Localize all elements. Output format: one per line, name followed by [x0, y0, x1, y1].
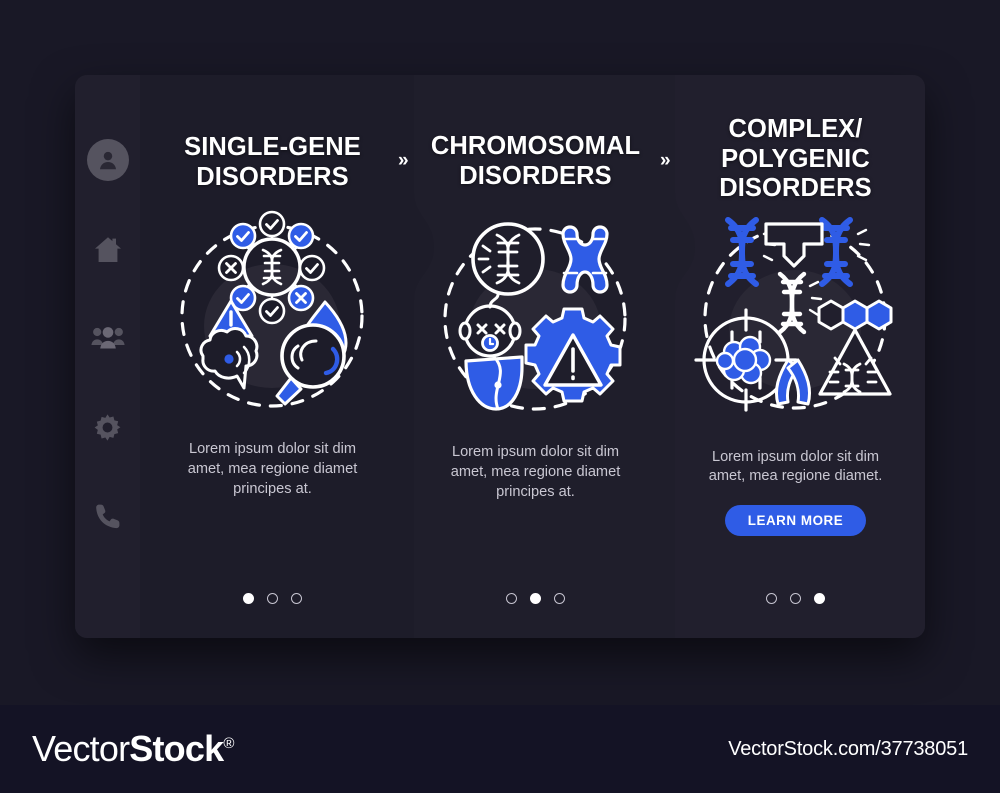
panel-title-line: COMPLEX/ [728, 115, 863, 143]
pagination-dots [666, 593, 925, 604]
phone-icon [94, 502, 122, 530]
sidebar-item-profile[interactable] [85, 137, 131, 183]
watermark-footer: VectorStock® VectorStock.com/37738051 [0, 705, 1000, 793]
user-avatar-icon [86, 139, 129, 181]
sidebar-item-settings[interactable] [85, 404, 131, 450]
panel-body-text: Lorem ipsum dolor sit dim amet, mea regi… [187, 441, 358, 497]
pagination-dot-1[interactable] [506, 593, 517, 604]
pagination-dot-1[interactable] [766, 593, 777, 604]
learn-more-button[interactable]: LEARN MORE [724, 505, 867, 537]
next-panel-chevron-1[interactable]: » [398, 150, 408, 171]
pagination-dots [140, 593, 405, 604]
sidebar-item-home[interactable] [85, 226, 131, 272]
screenshot-canvas: SINGLE-GENE DISORDERS [75, 75, 925, 638]
pagination-dot-3[interactable] [554, 593, 565, 604]
panel-body-text: Lorem ipsum dolor sit dim amet, mea regi… [708, 448, 883, 485]
panel-title-line: DISORDERS [196, 162, 349, 191]
panel-complex-polygenic: COMPLEX/ POLYGENIC DISORDERS [666, 75, 925, 638]
panel-chromosomal: CHROMOSOMAL DISORDERS [405, 75, 666, 638]
onboarding-card: SINGLE-GENE DISORDERS [75, 75, 925, 638]
pagination-dot-3[interactable] [291, 593, 302, 604]
panel-single-gene: SINGLE-GENE DISORDERS [140, 75, 405, 638]
logo-text-bold: Stock [129, 728, 224, 769]
panel-title: CHROMOSOMAL DISORDERS [415, 132, 656, 191]
pagination-dot-2[interactable] [267, 593, 278, 604]
dna-checklist-brain-magnifier-illustration [165, 206, 380, 414]
sidebar [75, 75, 140, 638]
panel-body-text: Lorem ipsum dolor sit dim amet, mea regi… [450, 444, 621, 500]
home-icon [92, 234, 124, 265]
next-panel-chevron-2[interactable]: » [660, 150, 670, 171]
panel-title-line: POLYGENIC [721, 144, 870, 173]
vectorstock-logo: VectorStock® [32, 731, 234, 767]
sidebar-item-community[interactable] [85, 315, 131, 361]
panel-title-line: CHROMOSOMAL [430, 132, 641, 160]
pagination-dot-2[interactable] [530, 593, 541, 604]
panel-title-line: DISORDERS [459, 161, 612, 190]
pagination-dot-3[interactable] [814, 593, 825, 604]
dna-strands-molecule-tumor-ribbon-flask-illustration [688, 212, 903, 420]
watermark-url: VectorStock.com/37738051 [728, 737, 968, 760]
sidebar-item-contact[interactable] [85, 493, 131, 539]
pagination-dot-1[interactable] [243, 593, 254, 604]
panel-title: SINGLE-GENE DISORDERS [168, 133, 377, 192]
gear-icon [92, 412, 123, 443]
registered-trademark-icon: ® [223, 735, 234, 752]
pagination-dots [405, 593, 666, 604]
pagination-dot-2[interactable] [790, 593, 801, 604]
dna-break-chromosome-baby-gear-warning-illustration [428, 209, 643, 417]
people-group-icon [90, 324, 125, 352]
logo-text-light: Vector [32, 728, 130, 769]
panel-title-line: SINGLE-GENE [184, 133, 361, 161]
panel-title: COMPLEX/ POLYGENIC DISORDERS [703, 115, 888, 204]
panel-carousel: SINGLE-GENE DISORDERS [140, 75, 925, 638]
panel-title-line: DISORDERS [719, 174, 872, 203]
